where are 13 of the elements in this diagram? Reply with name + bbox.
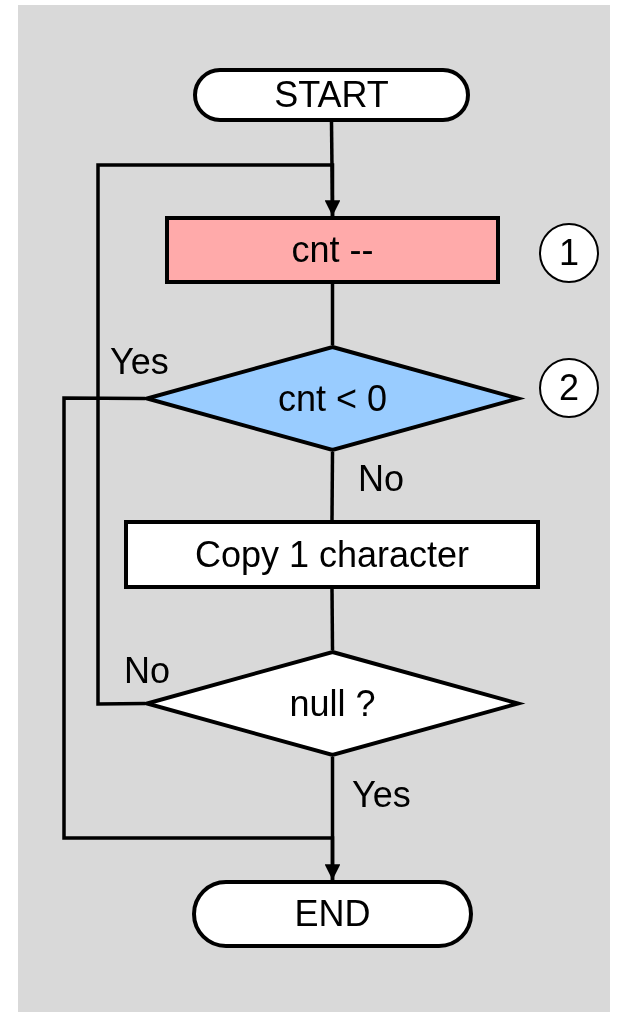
arrow xyxy=(62,396,341,880)
connector-line xyxy=(330,452,335,520)
connector-line xyxy=(330,589,335,650)
node-label: null ? xyxy=(289,685,376,722)
connector-line xyxy=(330,284,335,345)
node-label: END xyxy=(294,896,371,932)
callout-number: 2 xyxy=(559,370,579,406)
node-label: cnt < 0 xyxy=(277,380,388,417)
node-label: START xyxy=(274,77,389,113)
node-label: cnt -- xyxy=(291,232,374,268)
node-label: Copy 1 character xyxy=(194,536,470,573)
callout-number: 1 xyxy=(559,235,579,271)
arrow xyxy=(96,163,341,706)
